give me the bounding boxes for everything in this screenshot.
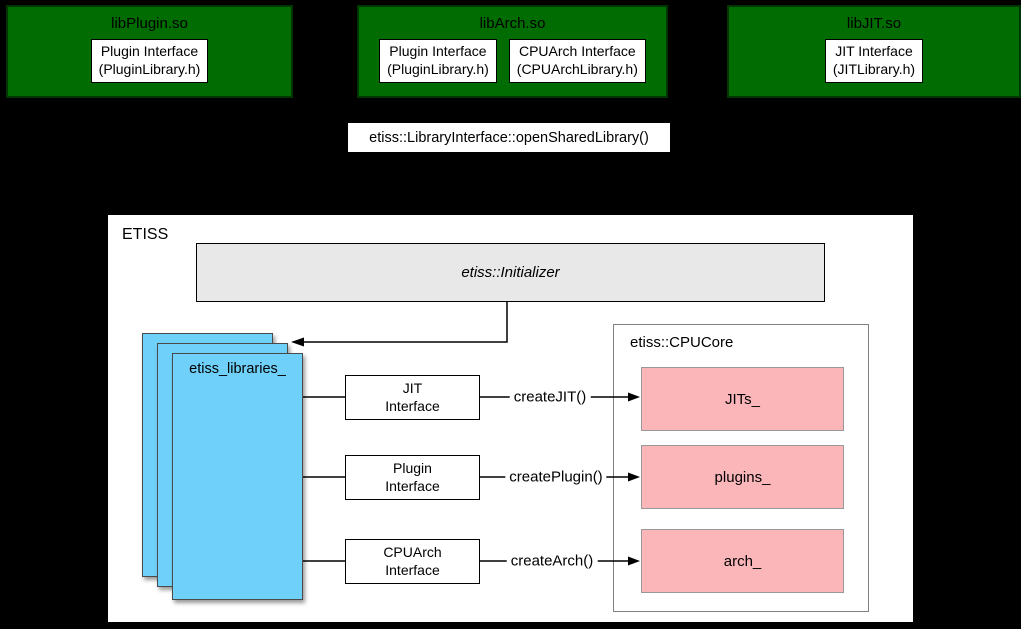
library-title: libJIT.so bbox=[846, 15, 902, 32]
call-label-createjit: createJIT() bbox=[509, 388, 591, 406]
cpucore-box: etiss::CPUCore JITs_ plugins_ arch_ bbox=[613, 324, 869, 612]
interface-header: (CPUArchLibrary.h) bbox=[516, 60, 638, 77]
member-jits: JITs_ bbox=[641, 367, 844, 431]
cpucore-title: etiss::CPUCore bbox=[630, 334, 734, 351]
interface-name: Plugin Interface bbox=[100, 43, 199, 59]
jit-interface-box: JIT Interface bbox=[345, 375, 480, 420]
interface-line: CPUArch bbox=[383, 544, 442, 560]
interface-chip: Plugin Interface (PluginLibrary.h) bbox=[90, 39, 209, 83]
interface-line: Interface bbox=[385, 561, 440, 578]
interface-line: Interface bbox=[385, 397, 440, 414]
interface-name: Plugin Interface bbox=[389, 43, 487, 59]
etiss-panel: ETISS etiss::Initializer etiss_libraries… bbox=[108, 215, 913, 622]
library-interfaces: JIT Interface (JITLibrary.h) bbox=[824, 39, 924, 83]
call-label-createplugin: createPlugin() bbox=[505, 468, 607, 486]
member-plugins: plugins_ bbox=[641, 445, 844, 509]
libraries-stack-front: etiss_libraries_ bbox=[172, 353, 303, 600]
interface-chip: JIT Interface (JITLibrary.h) bbox=[824, 39, 924, 83]
interface-header: (PluginLibrary.h) bbox=[387, 60, 489, 77]
call-label-createarch: createArch() bbox=[506, 552, 598, 570]
interface-chip: CPUArch Interface (CPUArchLibrary.h) bbox=[508, 39, 646, 83]
library-title: libArch.so bbox=[479, 15, 546, 32]
interface-chip: Plugin Interface (PluginLibrary.h) bbox=[379, 39, 497, 83]
initializer-box: etiss::Initializer bbox=[196, 243, 825, 302]
library-interfaces: Plugin Interface (PluginLibrary.h) bbox=[90, 39, 209, 83]
member-arch: arch_ bbox=[641, 529, 844, 593]
library-box-libjit: libJIT.so JIT Interface (JITLibrary.h) bbox=[727, 5, 1021, 98]
open-shared-library-label: etiss::LibraryInterface::openSharedLibra… bbox=[348, 123, 670, 152]
interface-header: (PluginLibrary.h) bbox=[98, 60, 201, 77]
library-box-libarch: libArch.so Plugin Interface (PluginLibra… bbox=[357, 5, 668, 98]
interface-line: Plugin bbox=[393, 460, 432, 476]
library-box-libplugin: libPlugin.so Plugin Interface (PluginLib… bbox=[6, 5, 293, 98]
plugin-interface-box: Plugin Interface bbox=[345, 455, 480, 500]
library-interfaces: Plugin Interface (PluginLibrary.h) CPUAr… bbox=[379, 39, 646, 83]
etiss-panel-title: ETISS bbox=[122, 226, 169, 243]
interface-name: CPUArch Interface bbox=[518, 43, 636, 59]
interface-line: Interface bbox=[385, 477, 440, 494]
interface-line: JIT bbox=[402, 380, 423, 396]
interface-header: (JITLibrary.h) bbox=[832, 60, 916, 77]
interface-name: JIT Interface bbox=[835, 43, 913, 59]
library-title: libPlugin.so bbox=[111, 15, 188, 32]
cpuarch-interface-box: CPUArch Interface bbox=[345, 539, 480, 584]
